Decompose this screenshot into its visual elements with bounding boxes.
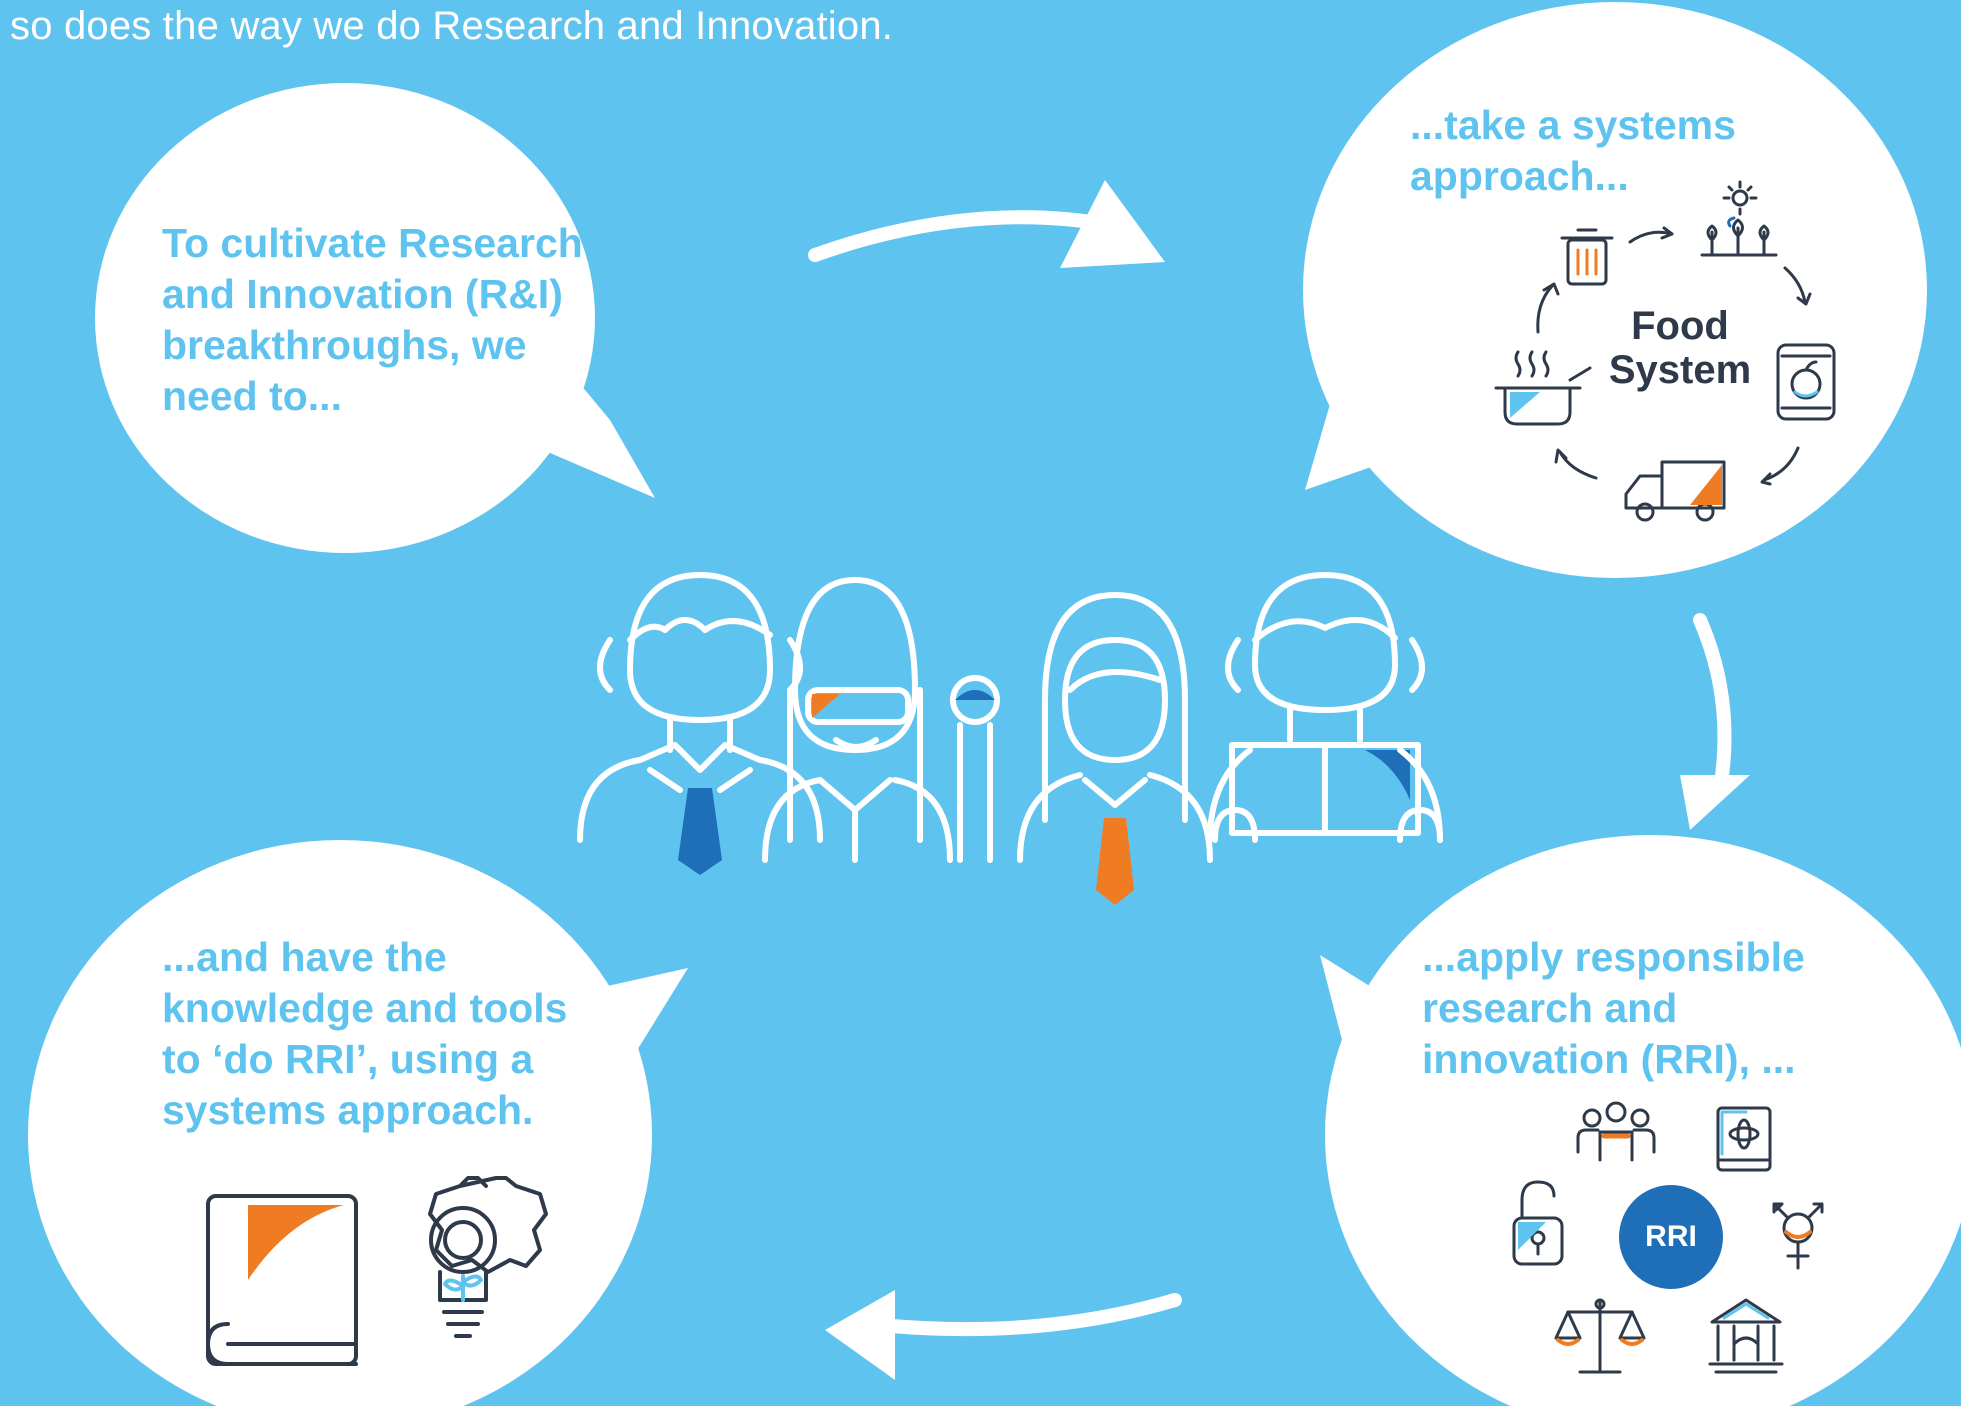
reader-icon	[1207, 572, 1443, 843]
scientist-icon	[762, 577, 1000, 863]
speech-bubble-bottom-right	[1320, 835, 1961, 1406]
businessman-icon	[577, 572, 823, 875]
group-of-people-icon	[1576, 1101, 1656, 1162]
institution-building-icon	[1708, 1298, 1784, 1374]
speech-bubble-bottom-left	[28, 840, 688, 1406]
sprouting-plants-icon	[1700, 180, 1778, 257]
cycle-arrows	[1536, 226, 1812, 486]
speech-bubble-top-right	[1303, 2, 1927, 578]
arrow-top	[808, 180, 1165, 268]
food-system-label: Food System	[1608, 304, 1752, 392]
tools-icons	[206, 1176, 548, 1366]
lightbulb-gear-icon	[428, 1176, 548, 1338]
balance-scale-icon	[1554, 1298, 1646, 1374]
delivery-truck-icon	[1624, 460, 1726, 522]
food-package-icon	[1776, 343, 1836, 421]
food-system-cycle	[1494, 180, 1836, 522]
people-group	[577, 572, 1443, 905]
cooking-pot-icon	[1494, 350, 1592, 426]
rri-badge: RRI	[1619, 1185, 1723, 1289]
arrow-bottom	[825, 1290, 1182, 1380]
intro-text: so does the way we do Research and Innov…	[10, 4, 894, 48]
bubble-text-bottom-left: ...and have the knowledge and tools to ‘…	[162, 934, 568, 1133]
speech-bubble-top-left	[95, 83, 655, 553]
open-lock-icon	[1512, 1180, 1564, 1266]
bubble-text-top-right: ...take a systems approach...	[1410, 102, 1736, 199]
bubble-text-top-left: To cultivate Research and Innovation (R&…	[162, 220, 583, 419]
gender-symbol-icon	[1772, 1202, 1824, 1270]
bubble-text-bottom-right: ...apply responsible research and innova…	[1422, 934, 1805, 1082]
arrow-right	[1680, 613, 1750, 830]
businesswoman-icon	[1017, 592, 1213, 905]
book-icon	[206, 1194, 358, 1366]
rri-icons	[1512, 1101, 1824, 1374]
trash-bin-icon	[1560, 228, 1614, 286]
science-book-icon	[1716, 1106, 1772, 1172]
